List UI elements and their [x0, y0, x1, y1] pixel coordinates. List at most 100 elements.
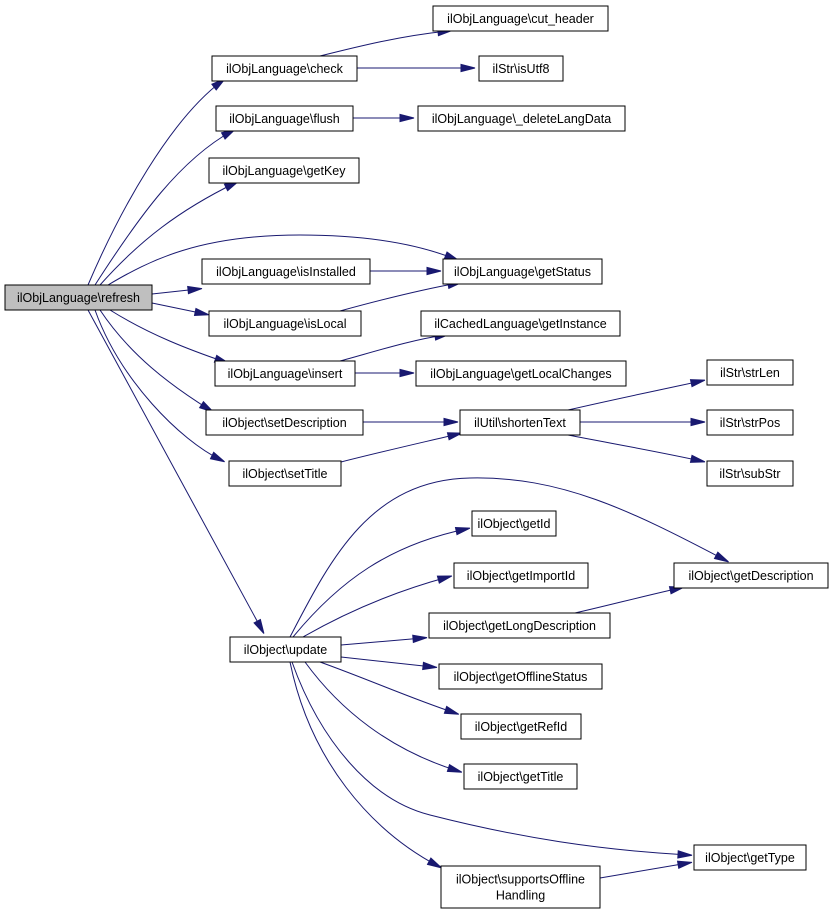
node-getImportId[interactable]: ilObject\getImportId [453, 562, 589, 589]
node-subStr[interactable]: ilStr\subStr [706, 460, 794, 487]
edge-update-to-getOfflineStatus-line [340, 656, 434, 668]
edge-refresh-to-update [87, 309, 265, 634]
node-strLen[interactable]: ilStr\strLen [706, 359, 794, 386]
edge-update-to-getId-line [292, 528, 467, 638]
node-supportsOffline-box [440, 865, 601, 909]
edge-check-to-isUtf8-arrowhead [460, 63, 476, 73]
node-shortenText[interactable]: ilUtil\shortenText [459, 409, 581, 436]
edge-refresh-to-setTitle-line [94, 309, 222, 461]
node-getLocalChanges-label: ilObjLanguage\getLocalChanges [430, 367, 611, 381]
edge-refresh-to-setDescription [99, 309, 214, 413]
node-flush[interactable]: ilObjLanguage\flush [215, 105, 354, 132]
node-getInstance-box [420, 310, 621, 337]
node-subStr-box [706, 460, 794, 487]
edge-update-to-getRefId-arrowhead [443, 705, 460, 715]
edge-isInstalled-to-getStatus-arrowhead [426, 266, 442, 276]
node-getDescription-box [673, 562, 829, 589]
node-getOfflineStatus-box [438, 663, 603, 690]
edge-getLongDescription-to-getDescription-line [574, 587, 681, 614]
node-getTitle[interactable]: ilObject\getTitle [463, 763, 578, 790]
node-getLongDescription-label: ilObject\getLongDescription [443, 619, 596, 633]
node-isUtf8[interactable]: ilStr\isUtf8 [478, 55, 564, 82]
edges-layer [87, 27, 729, 879]
edge-update-to-getType [291, 661, 693, 859]
node-insert[interactable]: ilObjLanguage\insert [214, 360, 356, 387]
node-getRefId-label: ilObject\getRefId [475, 720, 567, 734]
node-isLocal-label: ilObjLanguage\isLocal [223, 317, 346, 331]
node-strPos[interactable]: ilStr\strPos [706, 409, 794, 436]
node-getLocalChanges[interactable]: ilObjLanguage\getLocalChanges [415, 360, 627, 387]
edge-insert-to-getLocalChanges [355, 368, 415, 378]
node-update[interactable]: ilObject\update [229, 636, 342, 663]
node-getOfflineStatus[interactable]: ilObject\getOfflineStatus [438, 663, 603, 690]
edge-refresh-to-check [87, 78, 226, 286]
edge-update-to-getId-arrowhead [454, 527, 471, 536]
node-refresh[interactable]: ilObjLanguage\refresh [4, 284, 153, 311]
node-cut_header-label: ilObjLanguage\cut_header [447, 12, 594, 26]
edge-refresh-to-isLocal-arrowhead [193, 307, 210, 317]
node-supportsOffline-label-line1: ilObject\supportsOffline [456, 873, 585, 887]
node-getStatus[interactable]: ilObjLanguage\getStatus [442, 258, 603, 285]
node-isLocal[interactable]: ilObjLanguage\isLocal [208, 310, 362, 337]
edge-refresh-to-getKey-line [99, 182, 236, 286]
edge-update-to-getImportId-arrowhead [436, 575, 453, 584]
edge-update-to-getOfflineStatus-arrowhead [422, 661, 438, 671]
node-deleteLangData[interactable]: ilObjLanguage\_deleteLangData [417, 105, 626, 132]
node-getId-label: ilObject\getId [478, 517, 551, 531]
node-getDescription-label: ilObject\getDescription [688, 569, 813, 583]
node-getKey[interactable]: ilObjLanguage\getKey [208, 157, 360, 184]
edge-isInstalled-to-getStatus [370, 266, 442, 276]
edge-check-to-isUtf8 [357, 63, 476, 73]
edge-isLocal-to-getStatus [339, 280, 463, 312]
node-isLocal-box [208, 310, 362, 337]
edge-shortenText-to-strLen-line [567, 380, 702, 411]
node-check[interactable]: ilObjLanguage\check [211, 55, 358, 82]
node-supportsOffline-label-line2: Handling [496, 889, 545, 903]
node-getOfflineStatus-label: ilObject\getOfflineStatus [454, 670, 588, 684]
node-getImportId-label: ilObject\getImportId [467, 569, 575, 583]
edge-shortenText-to-subStr-arrowhead [689, 454, 706, 463]
node-setDescription-label: ilObject\setDescription [222, 416, 346, 430]
node-getType-box [693, 844, 807, 871]
node-strLen-label: ilStr\strLen [720, 366, 780, 380]
node-getInstance-label: ilCachedLanguage\getInstance [434, 317, 606, 331]
edge-supportsOffline-to-getType-arrowhead [676, 860, 693, 869]
edge-update-to-getTitle [304, 661, 463, 773]
node-getLongDescription[interactable]: ilObject\getLongDescription [428, 612, 611, 639]
edge-setDescription-to-shortenText [363, 417, 459, 427]
node-getType[interactable]: ilObject\getType [693, 844, 807, 871]
edge-insert-to-getInstance-line [339, 334, 446, 362]
edge-flush-to-deleteLangData-arrowhead [399, 113, 415, 123]
node-getRefId[interactable]: ilObject\getRefId [460, 713, 582, 740]
node-check-box [211, 55, 358, 82]
node-getId[interactable]: ilObject\getId [471, 510, 557, 537]
node-deleteLangData-box [417, 105, 626, 132]
node-deleteLangData-label: ilObjLanguage\_deleteLangData [432, 112, 611, 126]
node-getTitle-label: ilObject\getTitle [478, 770, 564, 784]
edge-shortenText-to-strLen [567, 379, 706, 411]
node-getInstance[interactable]: ilCachedLanguage\getInstance [420, 310, 621, 337]
node-cut_header[interactable]: ilObjLanguage\cut_header [432, 5, 609, 32]
edge-update-to-getDescription-arrowhead [713, 551, 729, 563]
edge-update-to-supportsOffline-arrowhead [426, 857, 442, 869]
node-setTitle-label: ilObject\setTitle [243, 467, 328, 481]
edge-setTitle-to-shortenText-line [340, 433, 459, 463]
node-setDescription[interactable]: ilObject\setDescription [205, 409, 364, 436]
node-isInstalled[interactable]: ilObjLanguage\isInstalled [201, 258, 371, 285]
edge-setDescription-to-shortenText-arrowhead [443, 417, 459, 427]
edge-shortenText-to-strPos [580, 417, 706, 427]
edge-update-to-getType-line [291, 661, 689, 856]
node-getDescription[interactable]: ilObject\getDescription [673, 562, 829, 589]
edge-update-to-getTitle-line [304, 661, 459, 772]
node-strPos-label: ilStr\strPos [720, 416, 780, 430]
edge-getLongDescription-to-getDescription [574, 586, 685, 614]
edge-shortenText-to-subStr-line [567, 434, 702, 462]
edge-update-to-getLongDescription [340, 634, 428, 646]
node-update-box [229, 636, 342, 663]
edge-insert-to-getInstance [339, 332, 450, 362]
node-setTitle[interactable]: ilObject\setTitle [228, 460, 342, 487]
node-setTitle-box [228, 460, 342, 487]
node-update-label: ilObject\update [244, 643, 327, 657]
